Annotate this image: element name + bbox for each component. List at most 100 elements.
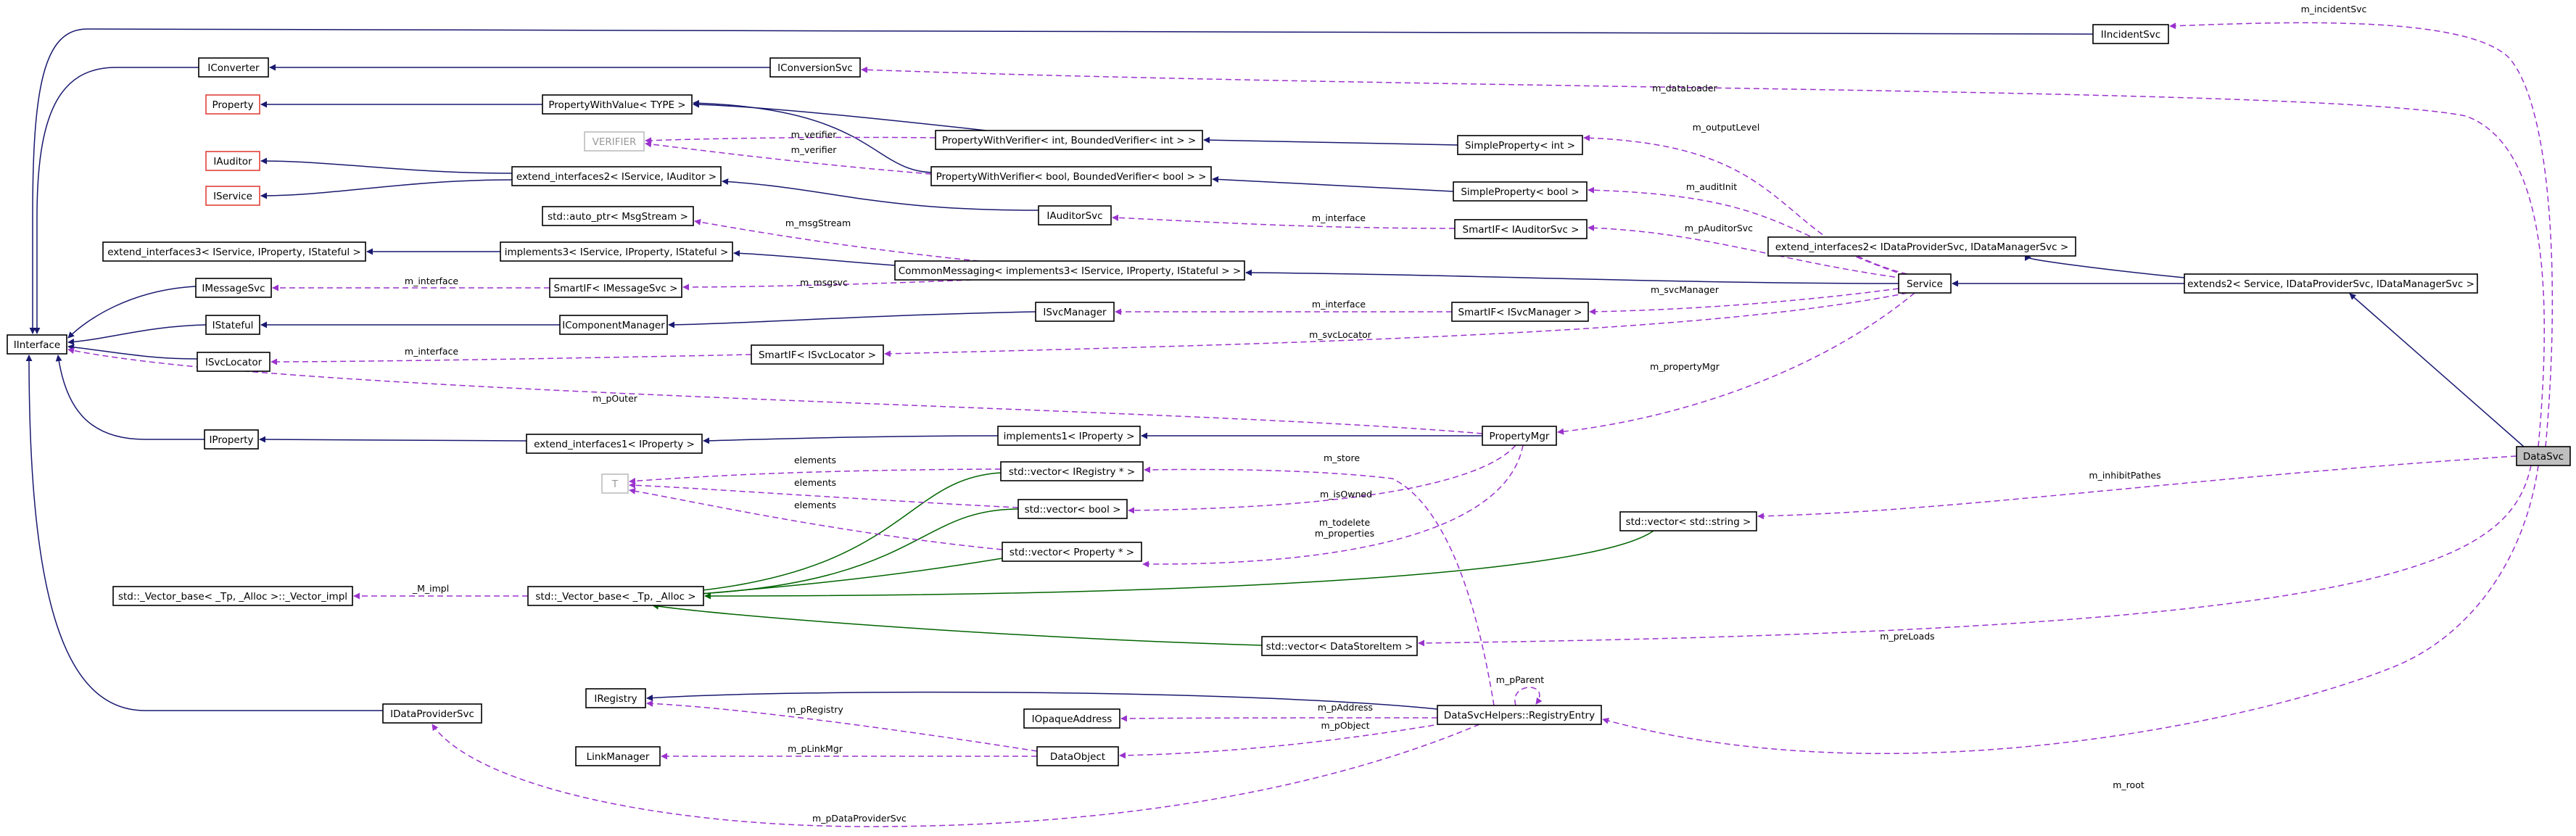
node-box — [2092, 24, 2169, 44]
node-label: Property — [212, 99, 253, 111]
node-label: VERIFIER — [593, 136, 637, 148]
node-box — [1036, 746, 1119, 766]
edge-label-m-propertymgr: m_propertyMgr — [1650, 361, 1720, 372]
class-node-simpleprop-bool[interactable]: SimpleProperty< bool > — [1453, 181, 1588, 202]
class-node-propertymgr[interactable]: PropertyMgr — [1482, 426, 1557, 446]
class-node-smartif-iauditorsvc[interactable]: SmartIF< IAuditorSvc > — [1454, 219, 1588, 239]
inherit-edge-service-to-commonmessaging — [1245, 269, 1899, 284]
edge-line — [733, 249, 896, 266]
edge-label-m-msgstream: m_msgStream — [785, 218, 851, 228]
class-node-property[interactable]: Property — [205, 94, 260, 115]
class-node-isvcmanager[interactable]: ISvcManager — [1035, 302, 1115, 322]
edge-line — [666, 508, 1019, 599]
class-node-vec-string[interactable]: std::vector< std::string > — [1619, 511, 1757, 531]
class-node-icomponentmanager[interactable]: IComponentManager — [559, 315, 668, 335]
node-label: std::auto_ptr< MsgStream > — [548, 211, 688, 223]
class-node-vector-base[interactable]: std::_Vector_base< _Tp, _Alloc > — [527, 586, 704, 606]
node-box — [1482, 426, 1557, 446]
class-node-impl3-iservice-iproperty-istateful[interactable]: implements3< IService, IProperty, IState… — [500, 241, 733, 262]
edge-label--m-impl: _M_impl — [412, 583, 449, 594]
edge-label-m-plinkmgr: m_pLinkMgr — [788, 743, 843, 754]
node-box — [584, 131, 645, 152]
edge-label-m-root: m_root — [2113, 779, 2144, 790]
edge-line — [629, 481, 1019, 508]
node-box — [112, 586, 353, 606]
edge-line — [645, 141, 932, 175]
edge-line — [67, 286, 197, 339]
class-node-iinterface[interactable]: IInterface — [7, 334, 67, 355]
node-box — [205, 186, 260, 206]
class-node-extends2[interactable]: extends2< Service, IDataProviderSvc, IDa… — [2184, 273, 2478, 294]
edge-line — [67, 344, 198, 360]
edge-label-m-dataloader: m_dataLoader — [1652, 83, 1717, 94]
node-label: PropertyWithValue< TYPE > — [548, 99, 685, 111]
usage-edge-smartif_isvclocator-to-isvclocator — [271, 354, 752, 365]
class-node-iproperty[interactable]: IProperty — [204, 429, 259, 450]
class-node-pwv-bool[interactable]: PropertyWithVerifier< bool, BoundedVerif… — [930, 166, 1212, 186]
class-node-iauditor[interactable]: IAuditor — [205, 151, 260, 171]
edge-line — [682, 279, 973, 291]
class-node-vec-datastoreitem[interactable]: std::vector< DataStoreItem > — [1261, 636, 1418, 656]
class-node-vector-base-impl[interactable]: std::_Vector_base< _Tp, _Alloc >::_Vecto… — [112, 586, 353, 606]
edge-label-m-interface: m_interface — [1312, 212, 1366, 223]
class-node-smartif-isvclocator[interactable]: SmartIF< ISvcLocator > — [751, 344, 884, 365]
inherit-edge-iproperty-to-iinterface — [55, 355, 205, 440]
node-box — [527, 586, 704, 606]
class-node-tparam[interactable]: T — [601, 473, 629, 494]
edge-label-m-pouter: m_pOuter — [593, 393, 638, 404]
class-node-iconversionsvc[interactable]: IConversionSvc — [769, 57, 861, 78]
class-node-vec-property[interactable]: std::vector< Property * > — [1002, 542, 1142, 562]
class-node-isvclocator[interactable]: ISvcLocator — [197, 352, 271, 372]
edge-line — [271, 354, 752, 365]
class-node-iregistry[interactable]: IRegistry — [585, 688, 646, 708]
class-node-service[interactable]: Service — [1898, 273, 1952, 294]
node-label: SmartIF< ISvcLocator > — [759, 349, 876, 361]
class-node-ext2-iservice-iauditor[interactable]: extend_interfaces2< IService, IAuditor > — [511, 166, 722, 186]
class-node-ext3-iservice-iproperty-istateful[interactable]: extend_interfaces3< IService, IProperty,… — [102, 241, 366, 262]
node-label: extend_interfaces1< IProperty > — [534, 439, 695, 450]
edge-label-m-isowned: m_isOwned — [1320, 489, 1372, 500]
class-node-linkmanager[interactable]: LinkManager — [575, 746, 661, 766]
node-label: DataSvc — [2523, 451, 2564, 463]
class-node-vec-iregistry[interactable]: std::vector< IRegistry * > — [1000, 461, 1144, 481]
edge-line — [1418, 465, 2532, 647]
class-node-verifier[interactable]: VERIFIER — [584, 131, 645, 152]
usage-edge-propertymgr-to-vec_property — [1142, 444, 1524, 568]
class-node-propwithvalue[interactable]: PropertyWithValue< TYPE > — [542, 94, 693, 115]
class-node-iauditorsvc[interactable]: IAuditorSvc — [1038, 205, 1112, 225]
node-label: T — [611, 479, 619, 490]
class-node-simpleprop-int[interactable]: SimpleProperty< int > — [1457, 135, 1583, 155]
class-node-ext2-idataprovider-idatamanager[interactable]: extend_interfaces2< IDataProviderSvc, ID… — [1767, 236, 2076, 257]
class-node-commonmessaging[interactable]: CommonMessaging< implements3< IService, … — [894, 260, 1245, 281]
class-node-istateful[interactable]: IStateful — [205, 315, 260, 335]
edge-label-m-inhibitpathes: m_inhibitPathes — [2089, 470, 2160, 481]
class-node-idataprovidersvc[interactable]: IDataProviderSvc — [382, 703, 482, 724]
class-node-ext1-iproperty[interactable]: extend_interfaces1< IProperty > — [526, 434, 703, 454]
inherit-edge-impl1_iproperty-to-ext1_iproperty — [703, 435, 999, 444]
class-node-iincidentsvc[interactable]: IIncidentSvc — [2092, 24, 2169, 44]
class-node-datasvc[interactable]: DataSvc — [2516, 446, 2571, 466]
class-node-iservice[interactable]: IService — [205, 186, 260, 206]
node-box — [1898, 273, 1952, 294]
node-label: std::_Vector_base< _Tp, _Alloc >::_Vecto… — [118, 591, 347, 603]
class-node-pwv-int[interactable]: PropertyWithVerifier< int, BoundedVerifi… — [935, 130, 1203, 150]
edge-line — [1142, 444, 1524, 568]
class-node-autoptr-msgstream[interactable]: std::auto_ptr< MsgStream > — [542, 206, 694, 226]
class-node-iconverter[interactable]: IConverter — [198, 57, 269, 78]
node-label: std::vector< Property * > — [1010, 547, 1134, 558]
usage-edge-vec_iregistry-to-tparam — [629, 468, 1002, 484]
node-label: ISvcLocator — [205, 357, 263, 368]
node-box — [559, 315, 668, 335]
node-label: PropertyWithVerifier< bool, BoundedVerif… — [936, 171, 1207, 183]
class-node-iopaqueaddress[interactable]: IOpaqueAddress — [1023, 708, 1120, 729]
edge-line — [704, 530, 1654, 600]
class-node-imessagesvc[interactable]: IMessageSvc — [195, 278, 272, 298]
class-node-impl1-iproperty[interactable]: implements1< IProperty > — [997, 426, 1141, 446]
class-node-smartif-imessagesvc[interactable]: SmartIF< IMessageSvc > — [549, 278, 682, 298]
node-box — [935, 130, 1203, 150]
class-node-registryentry[interactable]: DataSvcHelpers::RegistryEntry — [1437, 705, 1602, 725]
class-node-vec-bool[interactable]: std::vector< bool > — [1017, 499, 1128, 519]
class-node-dataobject[interactable]: DataObject — [1036, 746, 1119, 766]
class-node-smartif-isvcmanager[interactable]: SmartIF< ISvcManager > — [1451, 302, 1589, 322]
node-label: extend_interfaces3< IService, IProperty,… — [107, 247, 361, 258]
